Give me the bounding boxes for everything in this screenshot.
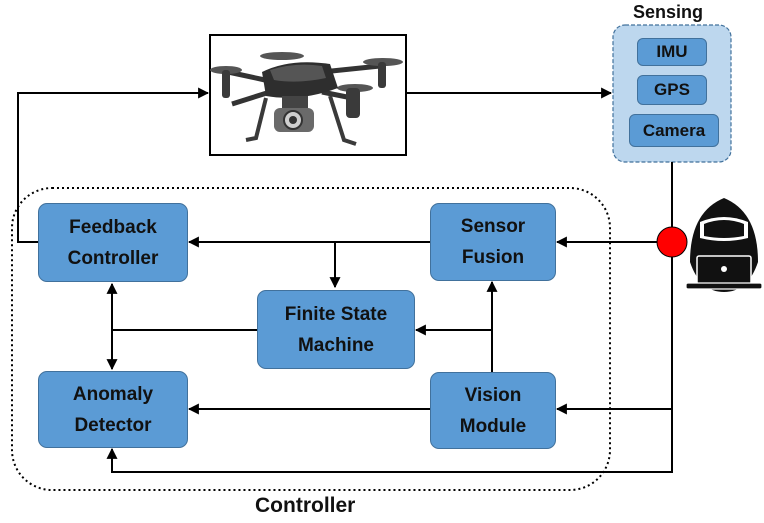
vision-module-line1: Vision (464, 384, 522, 406)
imu-sensor: IMU (637, 38, 707, 66)
sensor-fusion-block: Sensor Fusion (430, 203, 556, 281)
camera-sensor: Camera (629, 114, 719, 147)
controller-boundary (11, 187, 611, 491)
vision-module-block: Vision Module (430, 372, 556, 449)
fsm-line1: Finite State (284, 303, 388, 325)
fsm-line2: Machine (297, 334, 375, 356)
anomaly-detector-line1: Anomaly (72, 383, 154, 405)
feedback-controller-line1: Feedback (69, 216, 157, 238)
anomaly-detector-line2: Detector (74, 414, 152, 436)
attack-point (656, 226, 688, 258)
feedback-controller-block: Feedback Controller (38, 203, 188, 282)
feedback-controller-line2: Controller (67, 247, 159, 269)
finite-state-machine-block: Finite State Machine (257, 290, 415, 369)
hacker-icon (685, 198, 763, 292)
sensor-fusion-line1: Sensor (460, 216, 526, 237)
vision-module-line2: Module (459, 415, 527, 437)
sensing-title: Sensing (633, 2, 704, 22)
drone-image (209, 34, 407, 156)
anomaly-detector-block: Anomaly Detector (38, 371, 188, 448)
sensor-fusion-line2: Fusion (461, 247, 525, 268)
controller-title: Controller (255, 494, 356, 517)
gps-sensor: GPS (637, 75, 707, 105)
